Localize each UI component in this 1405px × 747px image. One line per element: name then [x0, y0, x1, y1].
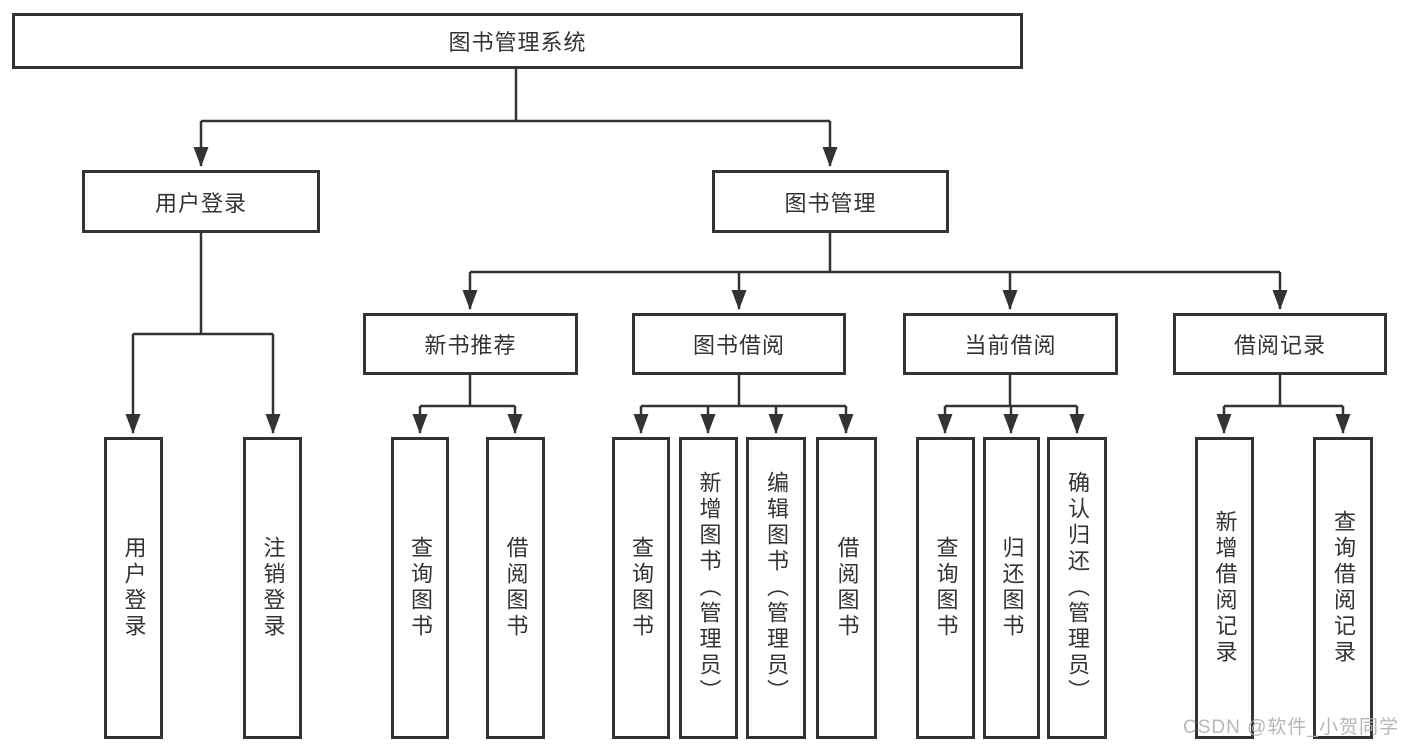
node-leaf-recommend-query-books: 查询图书: [391, 437, 449, 739]
csdn-watermark: CSDN @软件_小贺同学: [1183, 717, 1399, 738]
node-leaf-borrowing-edit-books: 编辑图书（管理员）: [746, 437, 806, 739]
node-leaf-user-login: 用户登录: [104, 437, 163, 739]
node-leaf-current-confirm-return: 确认归还（管理员）: [1047, 437, 1107, 739]
node-leaf-borrowing-query-books: 查询图书: [612, 437, 670, 739]
node-leaf-borrowing-borrow-books: 借阅图书: [816, 437, 877, 739]
node-book-borrowing: 图书借阅: [632, 313, 846, 375]
node-current-borrowing: 当前借阅: [903, 313, 1118, 375]
node-user-login: 用户登录: [82, 170, 320, 233]
node-book-management: 图书管理: [712, 170, 949, 233]
node-new-book-recommend: 新书推荐: [363, 313, 578, 375]
node-borrowing-records: 借阅记录: [1173, 313, 1387, 375]
node-leaf-borrowing-add-books: 新增图书（管理员）: [679, 437, 738, 739]
node-leaf-records-query-record: 查询借阅记录: [1313, 437, 1373, 739]
node-leaf-records-add-record: 新增借阅记录: [1195, 437, 1254, 739]
node-leaf-logout: 注销登录: [243, 437, 302, 739]
node-leaf-current-return-books: 归还图书: [983, 437, 1040, 739]
node-root-system: 图书管理系统: [12, 13, 1023, 69]
node-leaf-current-query-books: 查询图书: [916, 437, 975, 739]
node-leaf-recommend-borrow-books: 借阅图书: [486, 437, 545, 739]
